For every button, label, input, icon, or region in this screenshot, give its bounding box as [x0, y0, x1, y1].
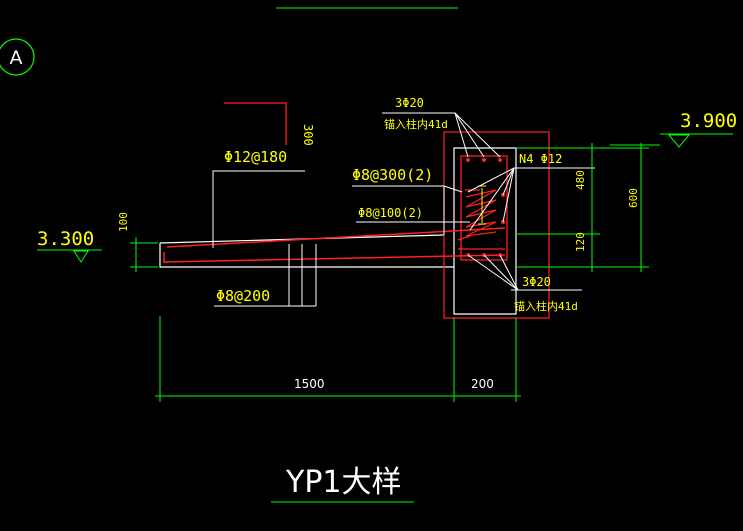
drawing-title-text: YP1大样: [285, 465, 402, 500]
grid-bubble-label: A: [10, 47, 23, 69]
top-bars-note: 锚入柱内41d: [384, 117, 448, 131]
elev-left-label: 3.300: [37, 228, 94, 250]
grid-bubble: A: [0, 38, 35, 76]
leader-bottom-bars: 3Φ20 锚入柱内41d: [467, 254, 582, 313]
leader-distribution: Φ8@200: [214, 244, 317, 307]
leader-top-bar: Φ12@180: [212, 148, 305, 248]
dim-200-label: 200: [471, 377, 494, 391]
rebar-stirrup-300-label: Φ8@300(2): [352, 166, 433, 184]
bottom-bars-label: 3Φ20: [522, 275, 551, 289]
dim-beam-depth: [516, 143, 660, 272]
rebar-top-bar-label: Φ12@180: [224, 148, 287, 166]
dim-1500-label: 1500: [294, 377, 325, 391]
stirrup-markers: [478, 185, 486, 225]
dim-hook-label: 300: [301, 124, 315, 146]
leader-top-bars: 3Φ20 锚入柱内41d: [382, 96, 501, 158]
bottom-bars-note: 锚入柱内41d: [514, 299, 578, 313]
rebar-stirrup-100-label: Φ8@100(2): [358, 206, 423, 220]
top-bars-label: 3Φ20: [395, 96, 424, 110]
side-bars-label: N4 Φ12: [519, 152, 562, 166]
leader-stirrup-100: Φ8@100(2): [356, 206, 470, 223]
drawing-title: YP1大样: [271, 465, 414, 503]
dim-slab-thickness: 100: [117, 212, 158, 272]
elevation-left: 3.300: [37, 228, 102, 263]
dim-600-label: 600: [627, 188, 640, 208]
elev-right-label: 3.900: [680, 110, 737, 132]
hook-bar-symbol: 300: [224, 102, 315, 146]
leader-stirrup-300: Φ8@300(2): [352, 166, 463, 235]
dim-horizontal: [155, 316, 521, 402]
slab-rebar: [163, 227, 506, 263]
dim-slab-label: 100: [117, 212, 130, 232]
elevation-right: 3.900: [660, 110, 737, 148]
dim-120-label: 120: [574, 232, 587, 252]
dim-480-label: 480: [574, 170, 587, 190]
rebar-distribution-label: Φ8@200: [216, 287, 270, 305]
leader-side-bars: N4 Φ12: [467, 152, 595, 231]
